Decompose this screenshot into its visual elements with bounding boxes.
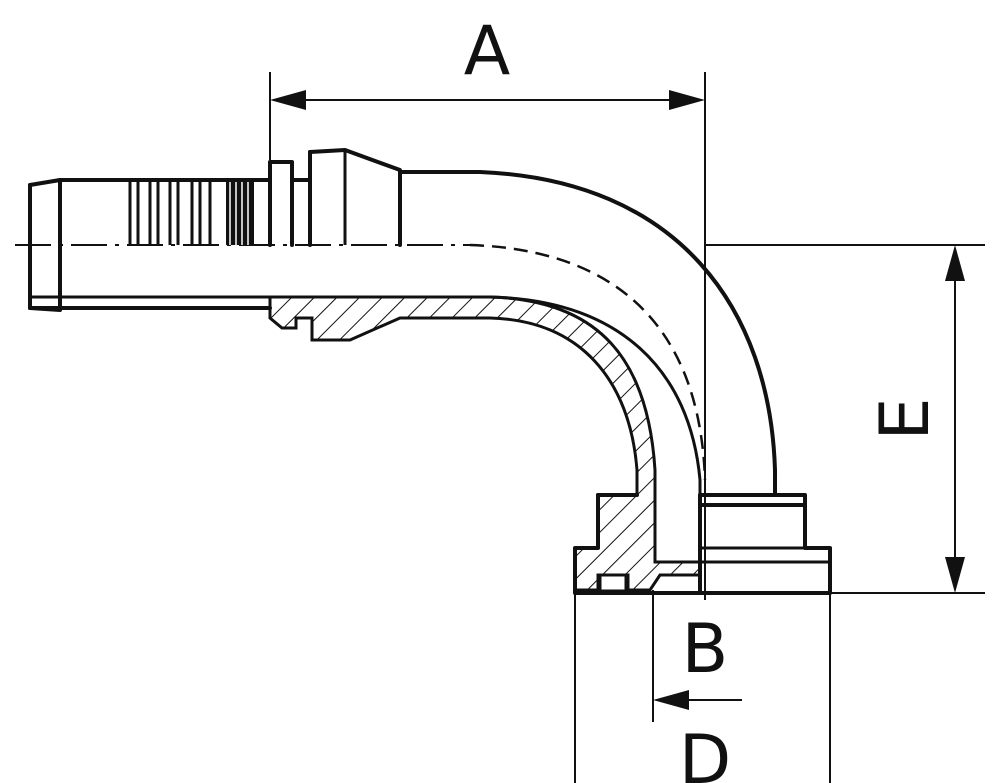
flange-outline (573, 493, 832, 595)
hex-shoulder (308, 148, 402, 247)
dim-b-arrow (653, 690, 689, 710)
dim-a-arrow-right (669, 90, 705, 110)
flange (573, 493, 832, 595)
dim-a-label: A (464, 12, 511, 91)
barb-grooves (128, 180, 212, 245)
dim-b-label: B (682, 610, 729, 689)
dim-e-arrow-top (945, 245, 965, 281)
dim-e-arrow-bottom (945, 557, 965, 593)
dim-e-label: E (866, 398, 945, 441)
dimension-d: D (574, 593, 831, 783)
knurl-band (226, 182, 254, 245)
dim-d-label: D (679, 721, 731, 783)
elbow-inner-bore (489, 295, 702, 495)
elbow-outer-wall (398, 170, 777, 497)
dimension-a: A (269, 12, 706, 600)
o-ring-groove (598, 573, 628, 593)
collar (268, 148, 402, 247)
bend-centerline (469, 243, 707, 481)
dim-a-arrow-left (270, 90, 306, 110)
hose-tail (28, 178, 272, 312)
collar-ring (268, 160, 294, 247)
dimension-e: E (705, 244, 985, 594)
dimension-b: B (652, 590, 742, 722)
